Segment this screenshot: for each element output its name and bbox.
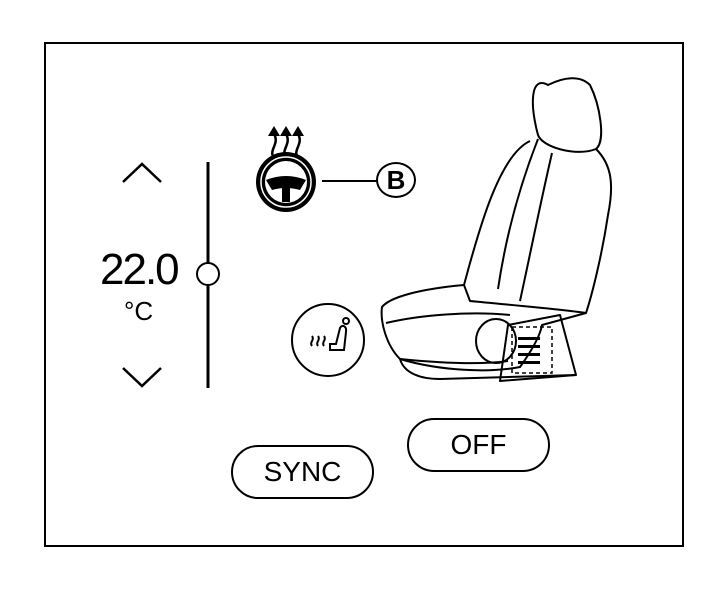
heated-steering-wheel-icon[interactable] xyxy=(246,120,326,220)
temperature-value: 22.0 xyxy=(100,245,180,294)
callout-b: B xyxy=(376,162,416,198)
off-button[interactable]: OFF xyxy=(407,418,550,472)
temperature-unit: °C xyxy=(124,296,154,326)
temperature-slider[interactable] xyxy=(192,160,232,390)
temperature-slider-handle[interactable] xyxy=(196,262,220,286)
sync-button[interactable]: SYNC xyxy=(231,445,374,499)
climate-panel-frame xyxy=(44,42,684,547)
heated-seat-icon[interactable] xyxy=(290,302,366,378)
car-seat-illustration xyxy=(380,77,613,382)
callout-line xyxy=(322,180,378,182)
chevron-down-icon[interactable] xyxy=(120,364,164,390)
chevron-up-icon[interactable] xyxy=(120,160,164,186)
